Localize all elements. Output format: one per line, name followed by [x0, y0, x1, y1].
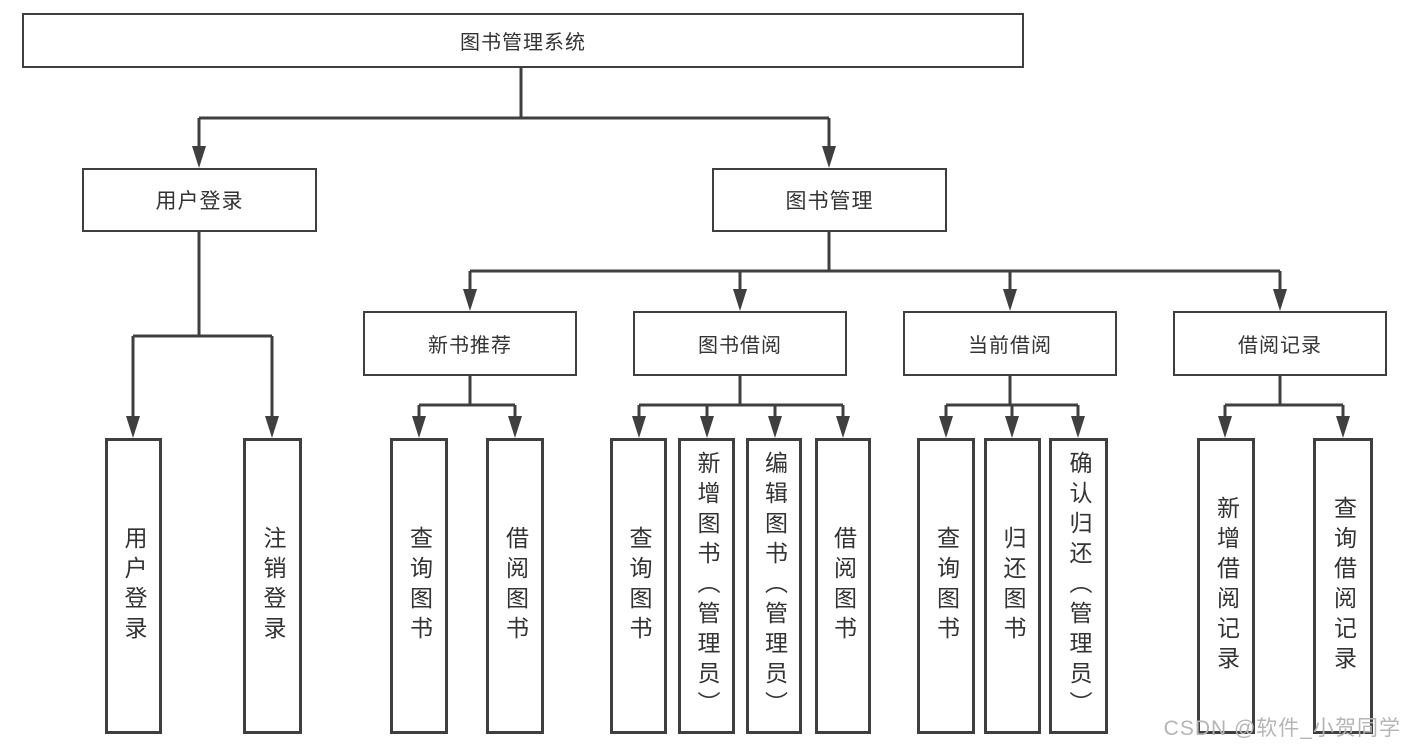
leaf-current-return-books: 归还图书 [984, 438, 1041, 734]
leaf-label: 确认归还（管理员） [1066, 451, 1092, 721]
leaf-label: 借阅图书 [502, 526, 529, 646]
leaf-newbooks-query-books: 查询图书 [390, 438, 448, 734]
leaf-borrowing-query-books: 查询图书 [610, 438, 667, 734]
leaf-label: 借阅图书 [830, 526, 857, 646]
node-label: 用户登录 [155, 190, 244, 213]
leaf-label: 用户登录 [121, 526, 147, 646]
leaf-current-query-books: 查询图书 [917, 438, 975, 734]
node-user-login: 用户登录 [82, 168, 317, 232]
leaf-label: 归还图书 [1000, 526, 1026, 646]
leaf-label: 查询图书 [626, 526, 652, 646]
node-borrowing-records: 借阅记录 [1173, 311, 1387, 376]
leaf-borrowing-add-books-admin: 新增图书（管理员） [678, 438, 735, 734]
leaf-borrowing-borrow-books: 借阅图书 [815, 438, 871, 734]
node-current-borrowing: 当前借阅 [903, 311, 1117, 376]
leaf-label: 注销登录 [260, 526, 286, 646]
node-label: 借阅记录 [1238, 335, 1322, 357]
node-new-book-recommend: 新书推荐 [363, 311, 577, 376]
node-library-management-system: 图书管理系统 [22, 13, 1024, 68]
leaf-label: 新增借阅记录 [1213, 496, 1240, 676]
node-label: 当前借阅 [968, 335, 1052, 357]
leaf-label: 查询图书 [406, 526, 433, 646]
leaf-logout-login: 注销登录 [243, 438, 302, 734]
node-book-borrowing: 图书借阅 [633, 311, 847, 376]
leaf-borrowing-edit-books-admin: 编辑图书（管理员） [746, 438, 802, 734]
node-label: 图书管理系统 [460, 32, 586, 54]
leaf-label: 编辑图书（管理员） [761, 451, 788, 721]
leaf-label: 查询图书 [933, 526, 960, 646]
node-book-management: 图书管理 [712, 168, 947, 232]
leaf-newbooks-borrow-books: 借阅图书 [486, 438, 544, 734]
node-label: 图书管理 [785, 190, 874, 213]
arrowheads [126, 146, 1350, 438]
node-label: 图书借阅 [698, 335, 782, 357]
leaf-label: 新增图书（管理员） [694, 451, 720, 721]
leaf-records-query-borrow-record: 查询借阅记录 [1313, 438, 1373, 734]
leaf-user-login: 用户登录 [105, 438, 162, 734]
leaf-records-add-borrow-record: 新增借阅记录 [1197, 438, 1255, 734]
node-label: 新书推荐 [428, 335, 512, 357]
leaf-current-confirm-return-admin: 确认归还（管理员） [1049, 438, 1108, 734]
csdn-watermark: CSDN @软件_小贺同学 [1163, 717, 1401, 740]
leaf-label: 查询借阅记录 [1330, 496, 1357, 676]
